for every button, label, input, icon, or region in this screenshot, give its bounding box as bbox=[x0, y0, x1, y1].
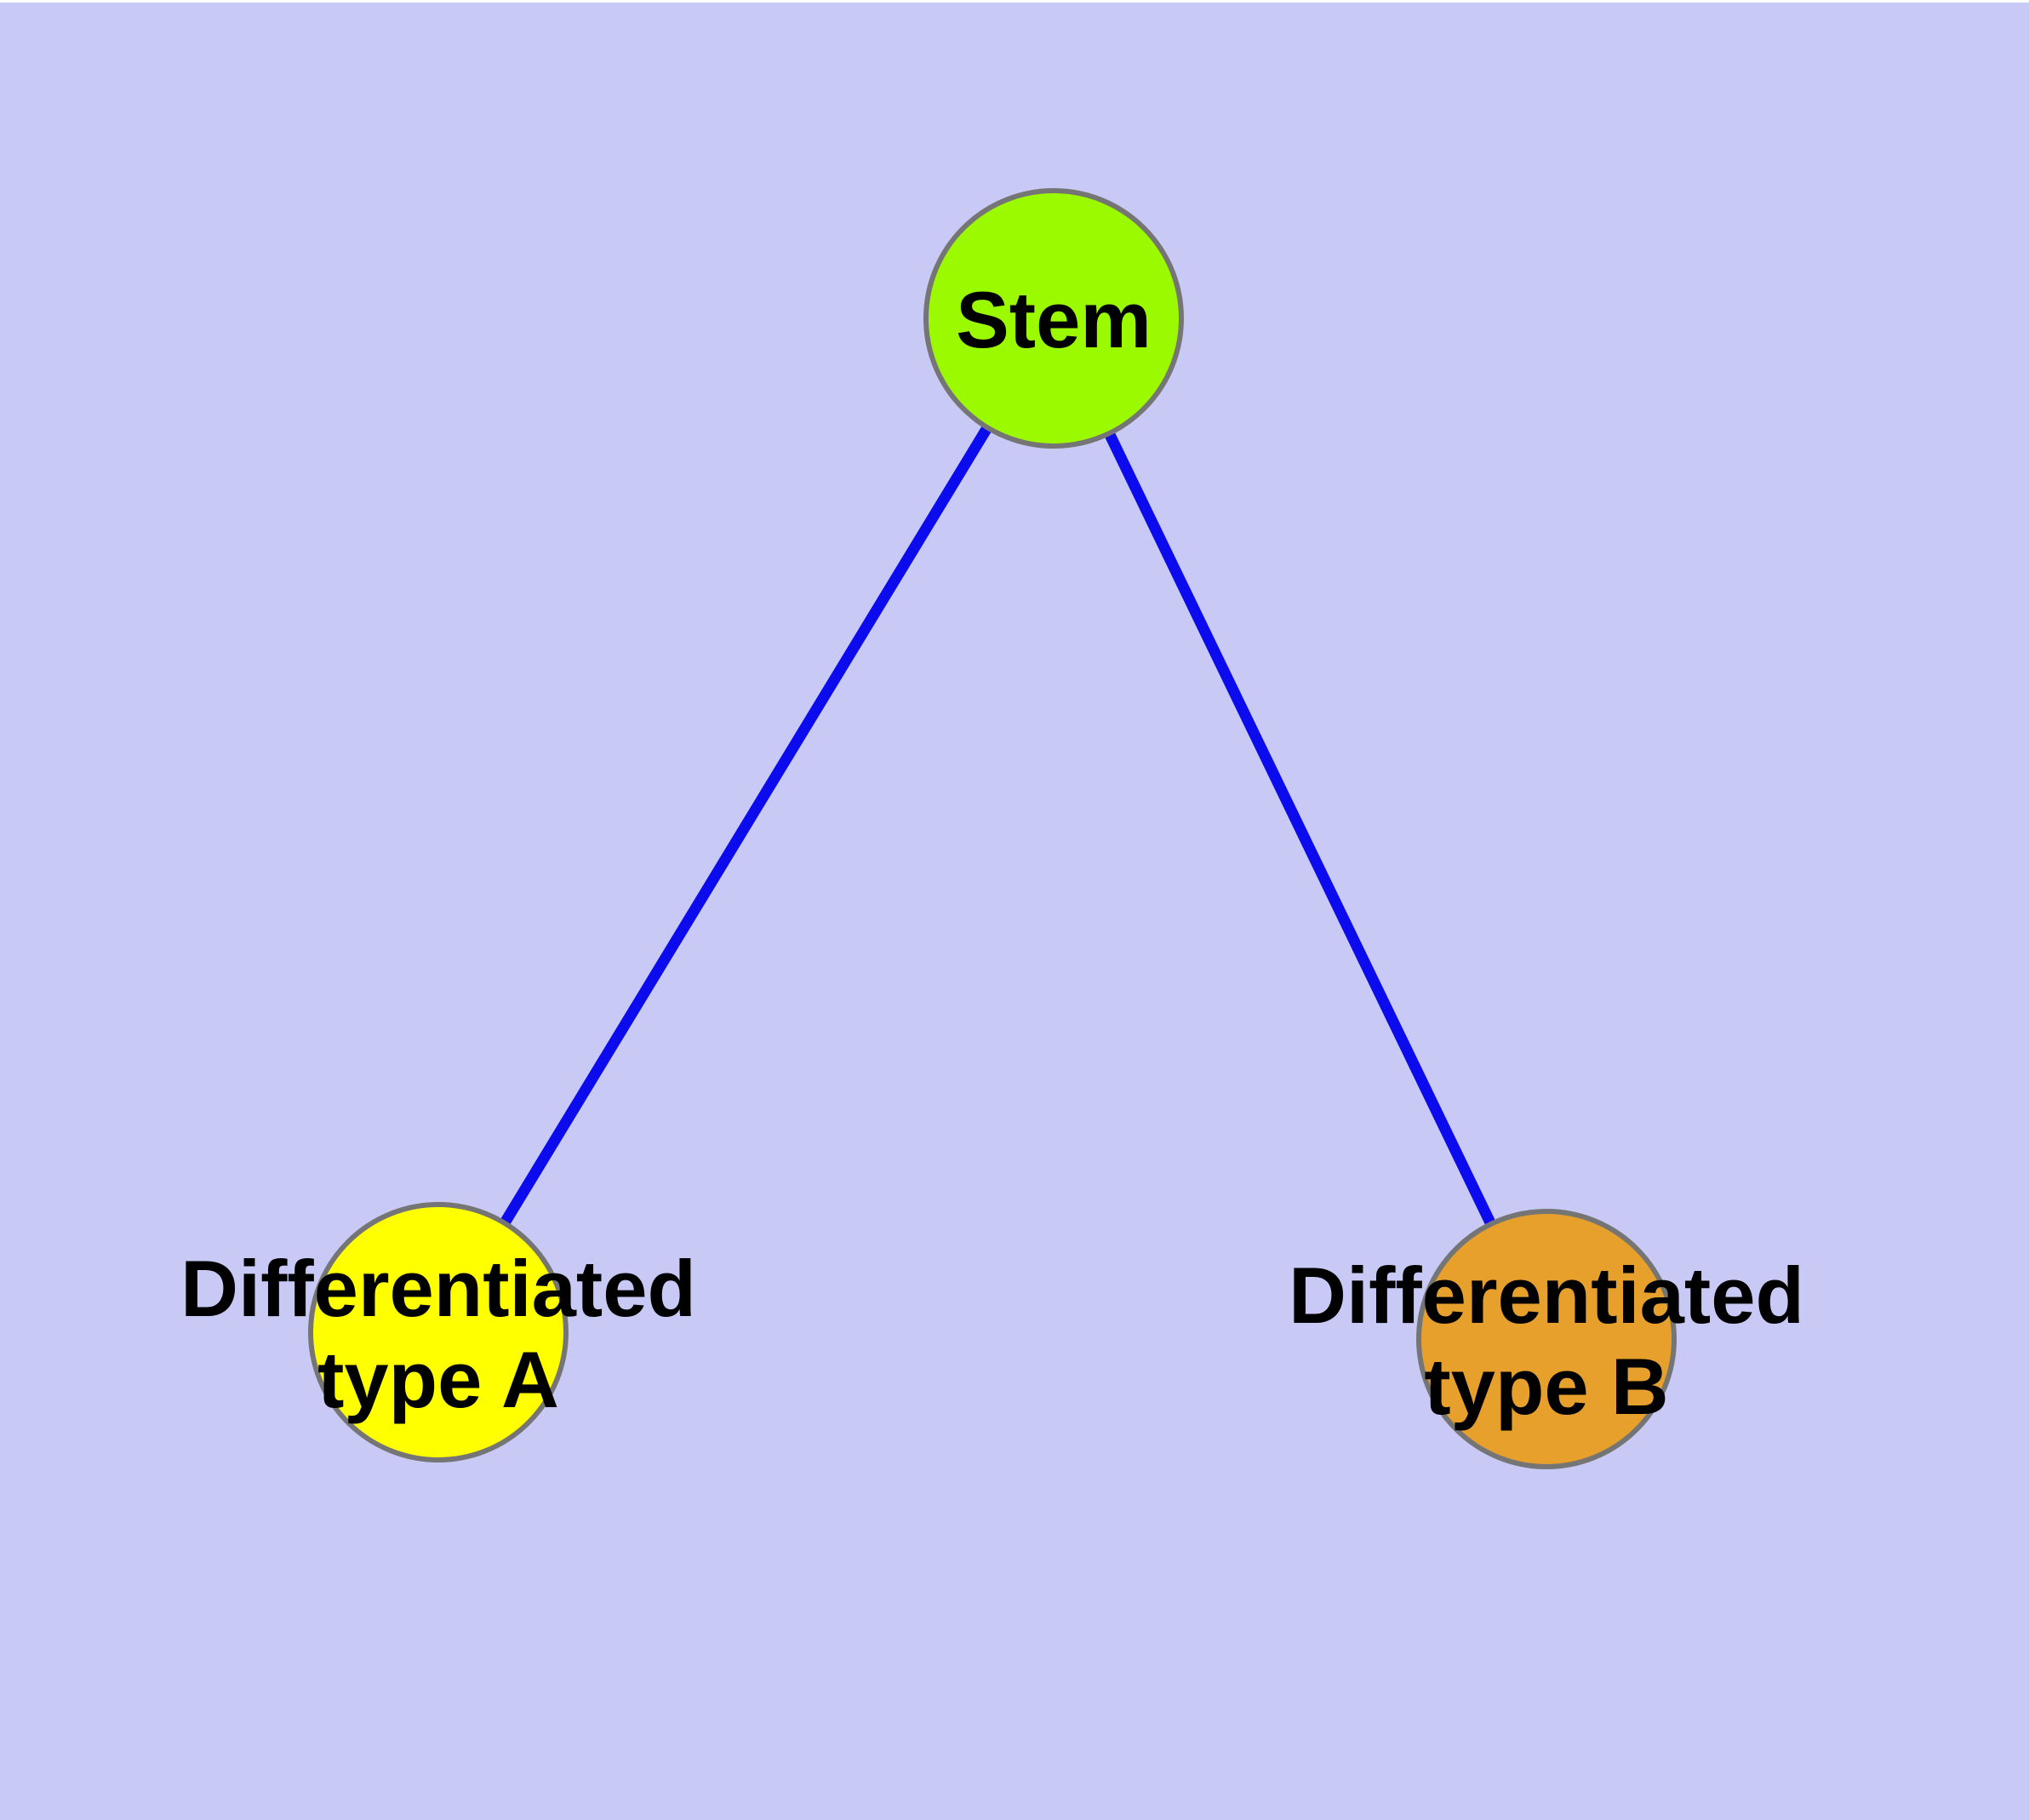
node-type-a-label-line2: type A bbox=[317, 1335, 559, 1424]
node-stem-label: Stem bbox=[956, 275, 1152, 364]
node-stem-circle bbox=[923, 188, 1184, 449]
node-type-b-label-line1: Differentiated bbox=[1289, 1251, 1804, 1340]
edge-stem-to-type-a bbox=[433, 315, 1059, 1336]
node-type-b-circle bbox=[1416, 1209, 1677, 1469]
node-type-b-label-line2: type B bbox=[1424, 1342, 1668, 1431]
top-margin-strip bbox=[0, 0, 2029, 3]
node-type-a-circle bbox=[308, 1202, 569, 1462]
edge-stem-to-type-b bbox=[1049, 316, 1552, 1342]
node-type-a-label-line1: Differentiated bbox=[180, 1244, 696, 1333]
